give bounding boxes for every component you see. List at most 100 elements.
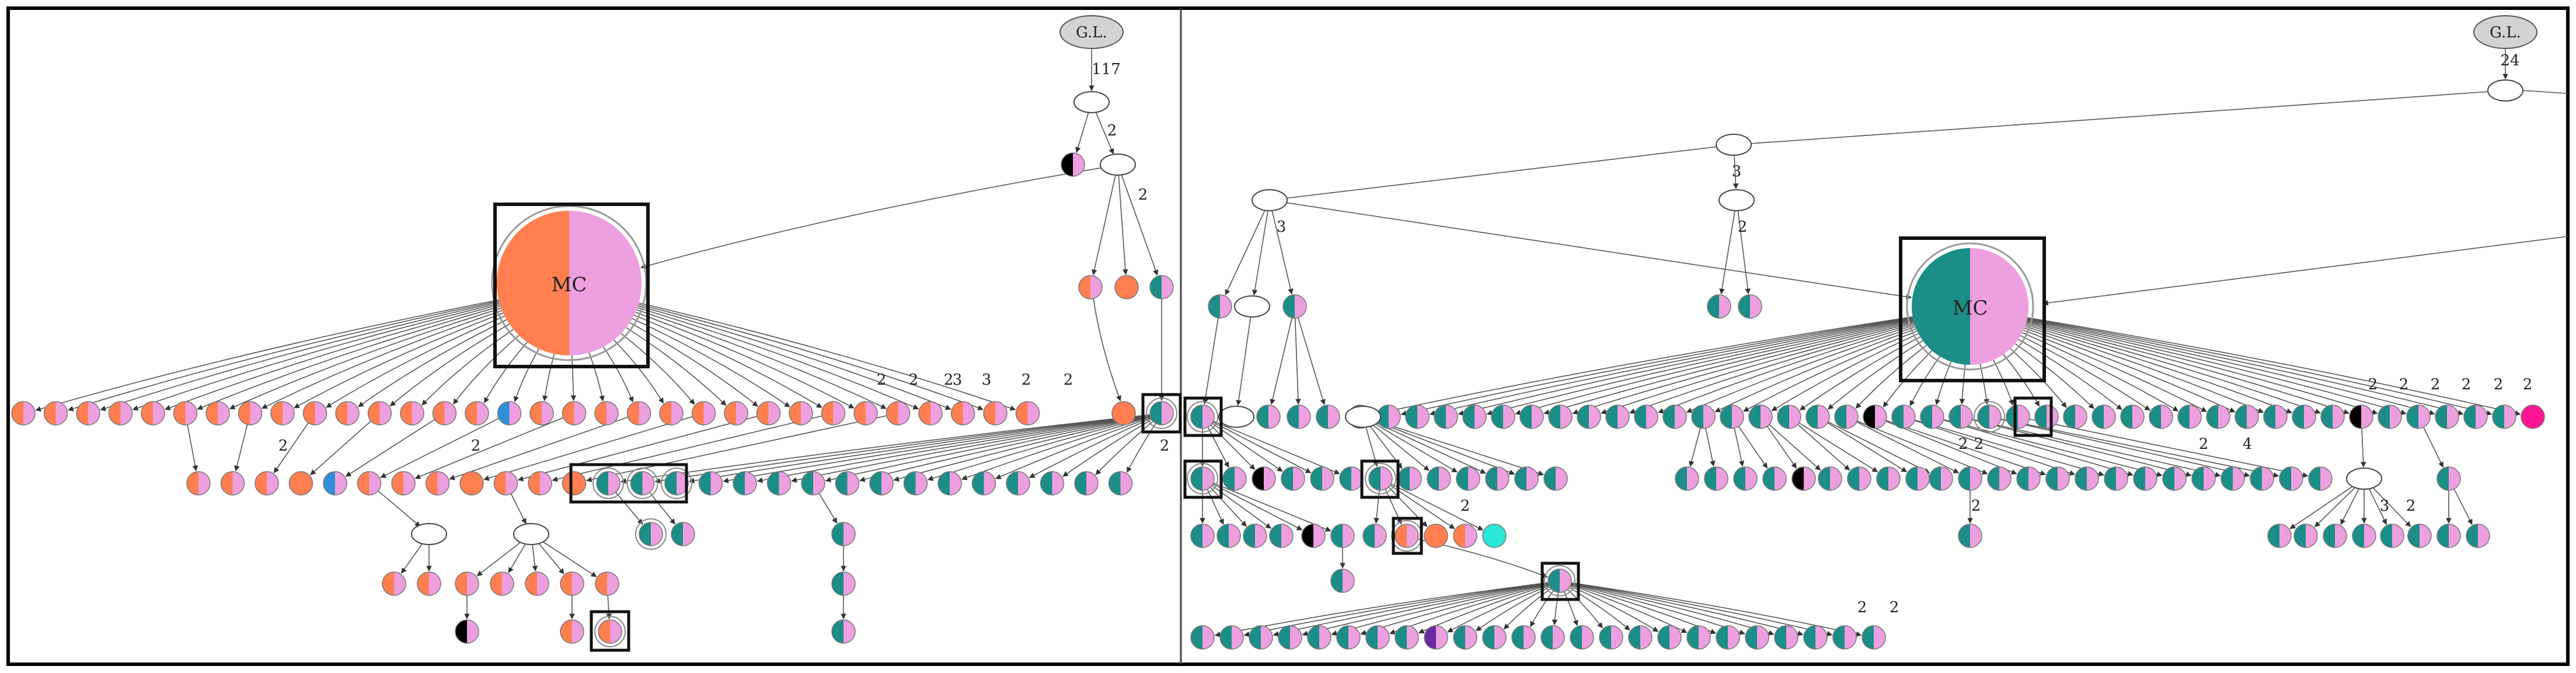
haplotype-node	[417, 571, 441, 596]
network-edge	[2026, 323, 2321, 414]
edge-label: 2	[1971, 497, 1981, 515]
network-edge	[1202, 318, 1219, 405]
haplotype-node	[2075, 466, 2099, 491]
haplotype-node	[560, 619, 584, 644]
haplotype-node	[1397, 466, 1422, 491]
network-edge	[2368, 487, 2387, 525]
haplotype-node	[1456, 466, 1480, 491]
network-edge	[635, 312, 855, 409]
edge-label: 2	[471, 437, 481, 455]
network-edge	[1601, 322, 1915, 414]
haplotype-node	[2406, 405, 2431, 429]
haplotype-node	[789, 401, 813, 426]
haplotype-node	[1599, 625, 1623, 650]
haplotype-node	[983, 401, 1008, 426]
network-edge	[927, 416, 1151, 481]
network-edge	[1657, 325, 1915, 414]
haplotype-node	[1252, 466, 1276, 491]
haplotype-node	[2092, 405, 2116, 429]
network-edge	[262, 310, 503, 409]
haplotype-node	[1249, 625, 1273, 650]
network-edge	[1571, 583, 1775, 636]
edge-label: 2	[1890, 599, 1899, 616]
highlight-box	[569, 463, 688, 504]
haplotype-node	[238, 401, 263, 426]
haplotype-node	[2045, 466, 2070, 491]
network-edge	[688, 414, 1151, 484]
network-edge	[421, 329, 514, 406]
haplotype-node	[853, 401, 878, 426]
haplotype-node	[493, 471, 518, 496]
highlight-box	[1183, 396, 1223, 437]
haplotype-node	[1146, 397, 1177, 429]
haplotype-node	[2006, 405, 2030, 429]
network-edge	[537, 542, 564, 574]
haplotype-node	[270, 401, 295, 426]
figure-frame	[6, 6, 2570, 666]
network-edge	[484, 341, 528, 403]
haplotype-node	[1336, 625, 1361, 650]
network-edge	[1567, 589, 1603, 629]
haplotype-node	[1847, 466, 1871, 491]
network-edge	[542, 354, 555, 402]
haplotype-node	[2267, 524, 2292, 548]
network-edge	[1374, 490, 1380, 524]
network-edge	[310, 420, 372, 476]
haplotype-node	[1791, 466, 1816, 491]
network-edge	[1993, 360, 2014, 406]
edge-label: 2	[1738, 218, 1748, 236]
haplotype-node	[1657, 625, 1682, 650]
network-edge	[2453, 489, 2473, 525]
network-edge	[1093, 298, 1121, 402]
haplotype-node	[1544, 565, 1575, 597]
haplotype-node	[1958, 466, 1982, 491]
haplotype-node	[1519, 405, 1544, 429]
haplotype-node	[1190, 524, 1215, 548]
median-vector-node	[1218, 406, 1254, 428]
network-edge	[1211, 485, 1271, 529]
network-edge	[1372, 419, 1544, 476]
haplotype-node	[1628, 625, 1653, 650]
haplotype-node	[1482, 524, 1507, 548]
hub-node-label: MC	[1953, 297, 1988, 320]
network-edge	[294, 312, 504, 409]
network-edge	[2026, 322, 2350, 414]
edge-label: 2	[278, 437, 288, 455]
network-edge	[2020, 335, 2150, 411]
network-edge	[1372, 420, 1486, 474]
haplotype-node	[1818, 466, 1842, 491]
network-edge	[1571, 583, 1833, 637]
haplotype-node	[1330, 569, 1355, 593]
edge-label: 2	[944, 371, 954, 389]
edge-label: 3	[2380, 497, 2390, 515]
haplotype-node	[1149, 275, 1174, 299]
network-edge	[1734, 428, 1745, 467]
network-edge	[639, 302, 1016, 411]
haplotype-node	[1216, 524, 1241, 548]
median-vector-node	[1719, 189, 1755, 211]
haplotype-node	[659, 401, 684, 426]
highlight-box	[590, 610, 630, 652]
network-edge	[1798, 422, 1878, 473]
haplotype-node	[1434, 405, 1458, 429]
haplotype-node	[432, 401, 457, 426]
network-edge	[1568, 587, 1630, 630]
network-edge	[633, 315, 822, 408]
network-edge	[1771, 333, 1919, 412]
network-edge	[1705, 428, 1716, 467]
haplotype-node	[1282, 294, 1307, 319]
network-edge	[1062, 419, 1152, 477]
haplotype-node	[592, 468, 624, 499]
haplotype-node	[560, 571, 584, 596]
haplotype-node	[2349, 405, 2373, 429]
network-edge	[654, 414, 1151, 484]
haplotype-node	[1208, 294, 1232, 319]
edge-label: 2	[1857, 599, 1867, 616]
haplotype-node	[1395, 625, 1419, 650]
haplotype-node	[2221, 466, 2245, 491]
haplotype-node	[1362, 524, 1387, 548]
haplotype-node	[2463, 405, 2488, 429]
haplotype-node	[335, 401, 360, 426]
haplotype-node	[528, 471, 552, 496]
